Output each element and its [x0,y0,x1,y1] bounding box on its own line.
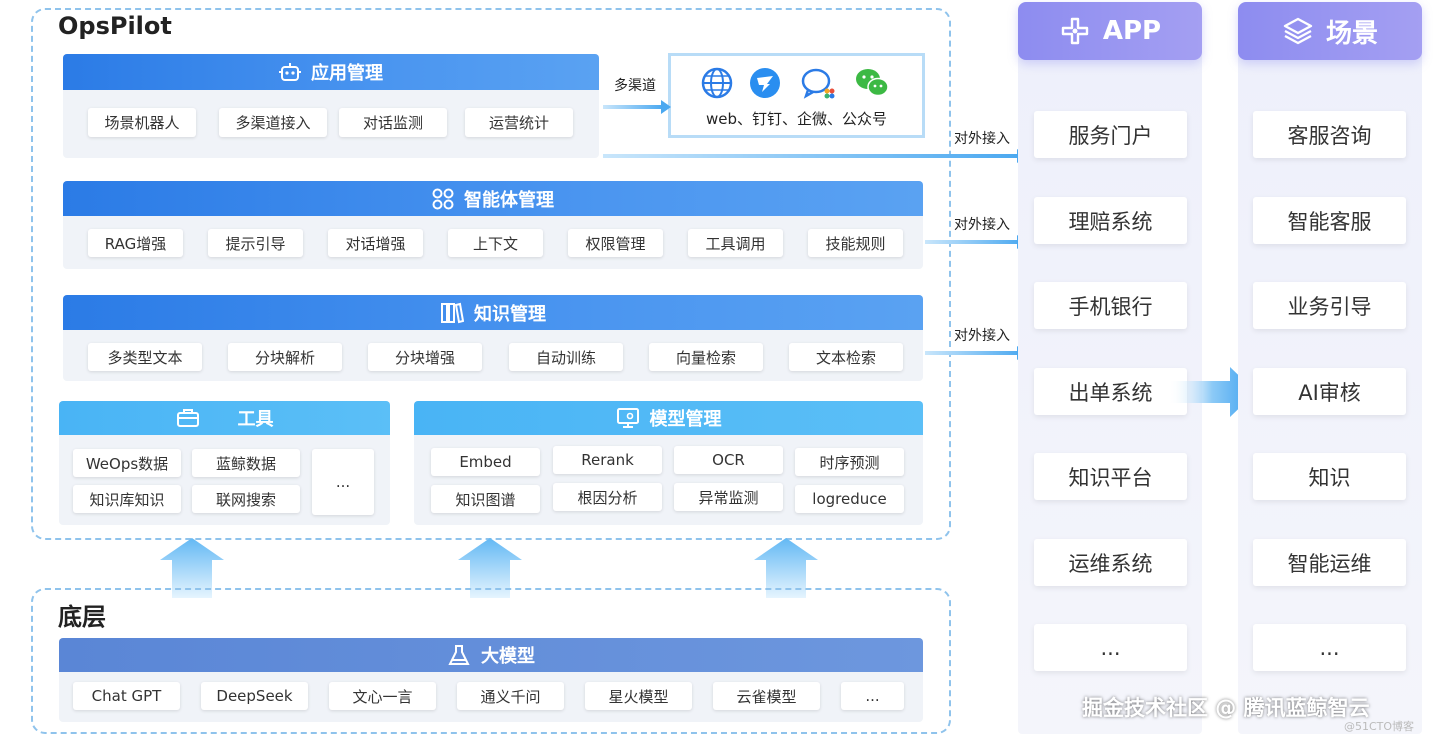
watermark-sub: @51CTO博客 [1344,720,1415,733]
knowledge-item: 自动训练 [509,343,623,371]
app-item: 服务门户 [1034,111,1187,158]
app-to-scene-arrow [1168,367,1256,417]
agent-mgmt-header: 智能体管理 [63,181,923,216]
model-item: Embed [431,448,540,476]
app-mgmt-item: 运营统计 [465,108,573,137]
scene-item: 知识 [1253,453,1406,500]
scene-item: AI审核 [1253,368,1406,415]
scene-item: 客服咨询 [1253,111,1406,158]
knowledge-item: 向量检索 [649,343,763,371]
app-mgmt-item: 多渠道接入 [219,108,327,137]
scene-item: 智能运维 [1253,539,1406,586]
app-mgmt-header: 应用管理 [63,54,599,90]
wechat-icon [854,66,890,104]
tools-item: WeOps数据 [73,449,181,477]
agent-item: 权限管理 [568,229,663,257]
channels-text: web、钉钉、企微、公众号 [705,110,888,128]
bottom-container [31,588,951,734]
agent-item: 上下文 [448,229,543,257]
llm-item: 通义千问 [457,682,564,710]
tools-item: 联网搜索 [192,485,300,513]
app-item: 手机银行 [1034,282,1187,329]
tools-item: 知识库知识 [73,485,181,513]
opspilot-title: OpsPilot [58,12,172,40]
app-mgmt-title: 应用管理 [311,63,383,84]
app-item: 知识平台 [1034,453,1187,500]
watermark: 掘金技术社区 @ 腾讯蓝鲸智云 [1082,696,1370,720]
channels-label: 多渠道 [614,78,656,94]
model-item: 异常监测 [674,483,783,511]
app-item: 理赔系统 [1034,197,1187,244]
llm-header: 大模型 [59,638,923,672]
external-label: 对外接入 [954,131,1010,147]
app-item: 运维系统 [1034,539,1187,586]
app-mgmt-item: 对话监测 [339,108,447,137]
app-item: 出单系统 [1034,368,1187,415]
model-item: OCR [674,446,783,474]
app-column-header: APP [1018,2,1202,60]
tools-more: ... [312,449,374,515]
agent-item: 工具调用 [688,229,783,257]
scene-item: 业务引导 [1253,282,1406,329]
monitor-gear-icon [616,408,639,428]
app-mgmt-item: 场景机器人 [88,108,196,137]
toolbox-icon [176,409,199,427]
llm-item: 云雀模型 [713,682,820,710]
scene-item: ... [1253,624,1406,671]
model-item: Rerank [553,446,662,474]
llm-item: DeepSeek [201,682,308,710]
dingtalk-icon [748,66,782,104]
model-item: 知识图谱 [431,485,540,513]
tools-title: 工具 [237,409,274,430]
external-label: 对外接入 [954,217,1010,233]
flask-icon [448,645,470,665]
knowledge-mgmt-title: 知识管理 [474,303,546,325]
globe-icon [700,66,734,104]
external-label: 对外接入 [954,328,1010,344]
agent-item: 技能规则 [808,229,903,257]
scene-column-title: 场景 [1325,18,1378,49]
llm-more: ... [841,682,904,710]
tools-item: 蓝鲸数据 [192,449,300,477]
books-icon [441,302,464,323]
llm-item: 文心一言 [329,682,436,710]
scene-item: 智能客服 [1253,197,1406,244]
bottom-title: 底层 [58,603,106,631]
agent-item: RAG增强 [88,229,183,257]
model-item: 时序预测 [795,448,904,476]
llm-title: 大模型 [481,646,535,667]
app-link-icon [1061,17,1089,45]
knowledge-item: 分块解析 [228,343,342,371]
model-item: logreduce [795,485,904,513]
scene-column-header: 场景 [1238,2,1422,60]
wecom-icon [800,66,836,104]
up-arrows [160,538,818,598]
model-item: 根因分析 [553,483,662,511]
app-column-title: APP [1102,16,1162,46]
agent-item: 对话增强 [328,229,423,257]
knowledge-item: 文本检索 [789,343,903,371]
layers-icon [1283,17,1313,45]
robot-icon [279,63,301,81]
model-mgmt-header: 模型管理 [414,401,923,435]
app-item: ... [1034,624,1187,671]
agent-mgmt-title: 智能体管理 [464,189,554,211]
agent-grid-icon [432,188,454,209]
llm-item: 星火模型 [585,682,692,710]
knowledge-item: 多类型文本 [88,343,202,371]
agent-item: 提示引导 [208,229,303,257]
model-mgmt-title: 模型管理 [649,409,722,430]
knowledge-item: 分块增强 [368,343,482,371]
llm-item: Chat GPT [73,682,180,710]
tools-header: 工具 [59,401,390,435]
knowledge-mgmt-header: 知识管理 [63,295,923,330]
